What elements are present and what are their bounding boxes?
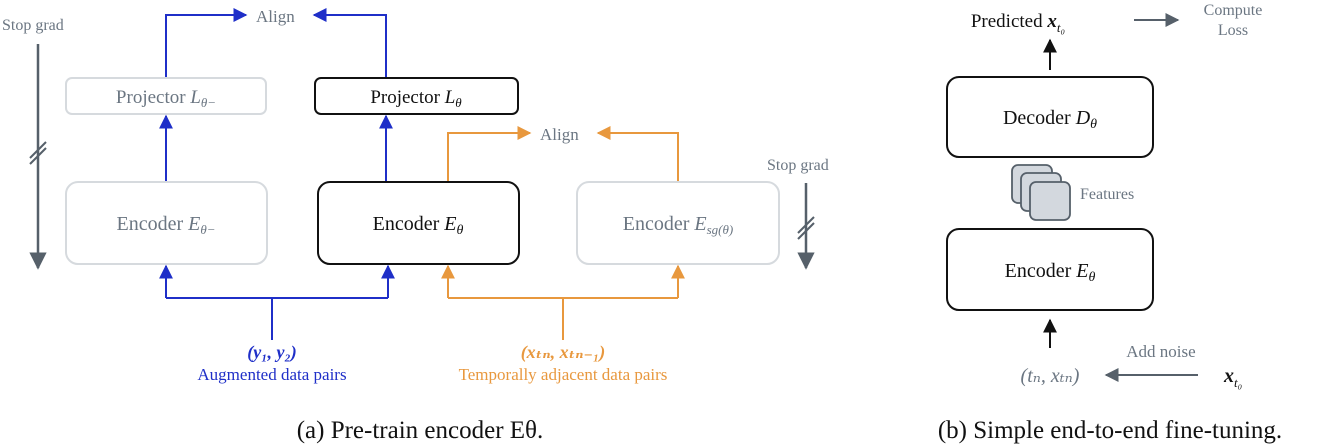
temporal-data-pairs-label: Temporally adjacent data pairs (459, 365, 668, 384)
features-stack-icon (1011, 164, 1071, 221)
align-top-label: Align (256, 7, 295, 26)
projector-ema-label: Projector Lθ− (116, 87, 216, 110)
augmented-data-pairs-label: Augmented data pairs (197, 365, 346, 384)
caption-b: (b) Simple end-to-end fine-tuning. (938, 417, 1282, 444)
projector-box (314, 77, 519, 115)
encoder-ema-label: Encoder Eθ− (116, 213, 215, 237)
finetune-encoder-label: Encoder Eθ (1005, 260, 1096, 285)
input-pair-label: (tₙ, xₜₙ) (1021, 365, 1080, 387)
finetune-encoder-box (946, 228, 1154, 311)
projector-label: Projector Lθ (370, 87, 462, 110)
align-mid-arrow-right (596, 126, 679, 182)
stop-grad-left-label: Stop grad (2, 17, 64, 34)
projector-ema-box (65, 77, 267, 115)
predicted-label: Predicted xt₀ (971, 11, 1065, 35)
encoder-box (317, 181, 520, 265)
encoder-label: Encoder Eθ (373, 213, 464, 238)
decoder-label: Decoder Dθ (1003, 107, 1097, 132)
stop-grad-right-break-icon (797, 216, 815, 240)
compute-loss-line1: Compute (1204, 2, 1263, 19)
stop-grad-right-label: Stop grad (767, 157, 829, 174)
align-top-arrow-right (312, 8, 387, 78)
add-noise-label: Add noise (1126, 342, 1195, 361)
align-mid-arrow-left (447, 126, 532, 182)
align-top-arrow-left (165, 8, 248, 78)
caption-a: (a) Pre-train encoder Eθ. (297, 417, 544, 444)
encoder-sg-box (576, 181, 780, 265)
align-mid-label: Align (540, 125, 579, 144)
encoder-sg-label: Encoder Esg(θ) (623, 213, 733, 237)
clean-input-label: xt₀ (1223, 365, 1242, 390)
temporal-input-tree (441, 264, 685, 340)
decoder-box (946, 76, 1154, 158)
augmented-pair-label: (y₁, y₂) (247, 342, 297, 363)
features-label: Features (1080, 186, 1134, 203)
encoder-ema-box (65, 181, 268, 265)
compute-loss-line2: Loss (1218, 22, 1248, 39)
augmented-input-tree (159, 264, 395, 340)
stop-grad-left-break-icon (29, 141, 47, 165)
temporal-pair-label: (xₜₙ, xₜₙ₋₁) (521, 342, 606, 363)
